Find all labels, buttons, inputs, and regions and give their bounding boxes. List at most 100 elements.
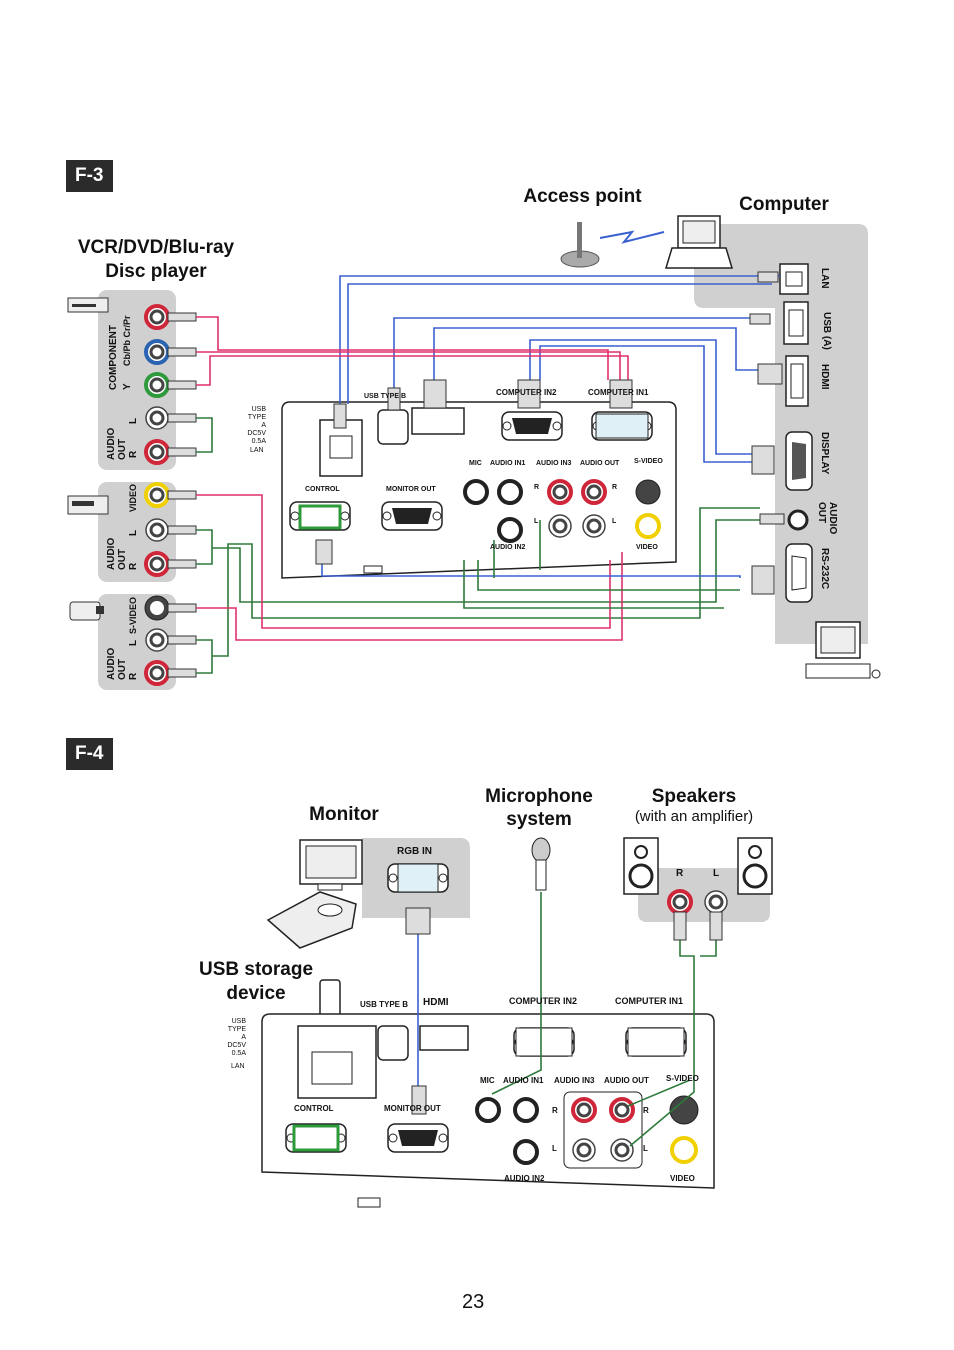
speakers-note: (with an amplifier) <box>634 808 754 825</box>
s-video-label: S-VIDEO <box>128 596 138 634</box>
speakers-label: Speakers <box>651 786 737 807</box>
component-label: COMPONENT <box>108 325 119 390</box>
f3-audio-in2-label: AUDIO IN2 <box>490 544 526 551</box>
f3-audio-out-label: AUDIO OUT <box>580 460 620 467</box>
f3-figure-tag: F-3 <box>66 160 113 192</box>
speaker-right-icon <box>623 837 659 895</box>
audio-out-label-1: AUDIO OUT <box>106 427 128 460</box>
f4-r-label-out: R <box>643 1106 649 1115</box>
r-label-3: R <box>128 672 139 680</box>
f3-audio-in3-label: AUDIO IN3 <box>536 460 572 467</box>
computer-port-rs232c: RS-232C <box>819 548 830 590</box>
computer-port-display: DISPLAY <box>819 432 830 475</box>
y-label: Y <box>122 383 133 390</box>
l-label-2: L <box>128 529 139 536</box>
monitor-icon <box>299 839 363 891</box>
f3-usb-type-b-label: USB TYPE B <box>364 393 407 400</box>
computer-label: Computer <box>739 194 829 215</box>
r-label-2: R <box>128 562 139 570</box>
f4-hdmi-label: HDMI <box>423 997 449 1008</box>
f4-control-label: CONTROL <box>294 1104 334 1113</box>
access-point-icon <box>560 222 600 268</box>
f4-l-label-in3: L <box>552 1144 557 1153</box>
f3-figure <box>67 215 881 690</box>
f3-l-label-in3: L <box>534 518 539 525</box>
microphone-label-line2: system <box>506 809 572 830</box>
f3-audio-in1-label: AUDIO IN1 <box>490 460 526 467</box>
r-label-1: R <box>128 450 139 458</box>
f4-computer-in2-label: COMPUTER IN2 <box>509 996 578 1006</box>
usb-storage-label-line1: USB storage <box>198 959 314 980</box>
f3-computer-in1-label: COMPUTER IN1 <box>588 388 649 397</box>
f4-video-label: VIDEO <box>670 1174 695 1183</box>
projector-device-icon <box>266 891 357 949</box>
f4-usb-type-b-label: USB TYPE B <box>360 1000 409 1009</box>
f3-r-label-in3: R <box>534 484 540 491</box>
f4-r-label-in3: R <box>552 1106 558 1115</box>
vcr-label-line1: VCR/DVD/Blu-ray <box>77 237 235 258</box>
f3-usb-type-a-label: USB TYPE A DC5V 0.5A <box>247 406 266 445</box>
laptop-icon <box>664 215 734 269</box>
f3-cables <box>196 275 780 674</box>
vcr-icon <box>67 495 109 515</box>
f3-l-label-out: L <box>612 518 617 525</box>
f4-monitor-out-label: MONITOR OUT <box>384 1104 441 1113</box>
computer-port-hdmi: HDMI <box>819 364 830 390</box>
access-point-label: Access point <box>523 186 642 207</box>
f4-lan-label: LAN <box>231 1063 245 1070</box>
usb-storage-label-line2: device <box>226 983 286 1004</box>
f4-audio-in1-label: AUDIO IN1 <box>503 1076 544 1085</box>
l-label-1: L <box>128 417 139 424</box>
f4-s-video-label: S-VIDEO <box>666 1074 699 1083</box>
microphone-label-line1: Microphone <box>485 786 593 807</box>
f4-audio-in3-label: AUDIO IN3 <box>554 1076 595 1085</box>
computer-port-lan: LAN <box>819 268 830 289</box>
computer-ports <box>779 263 813 603</box>
f4-l-label-out: L <box>643 1144 648 1153</box>
f3-plugs <box>315 271 785 595</box>
computer-port-audio-out: AUDIO OUT <box>816 502 838 535</box>
f4-audio-in2-label: AUDIO IN2 <box>504 1174 545 1183</box>
wireless-signal-icon <box>599 230 665 244</box>
camcorder-icon <box>69 601 104 621</box>
f3-mic-label: MIC <box>469 460 482 467</box>
computer-port-usb: USB (A) <box>821 312 832 350</box>
f4-audio-out-label: AUDIO OUT <box>604 1076 649 1085</box>
vcr-label-line2: Disc player <box>105 261 207 282</box>
video-jacks <box>144 482 170 577</box>
audio-out-label-2: AUDIO OUT <box>106 537 128 570</box>
audio-out-label-3: AUDIO OUT <box>106 647 128 680</box>
microphone-icon <box>531 837 551 891</box>
f4-figure-tag: F-4 <box>66 738 113 770</box>
f3-lan-label: LAN <box>250 447 264 454</box>
f4-cables <box>417 892 717 1147</box>
computer-port-panel <box>694 224 868 644</box>
cb-pb-cr-pr-label: Cb/Pb Cr/Pr <box>122 315 132 366</box>
svideo-jacks <box>144 595 170 686</box>
f4-usb-type-a-label: USB TYPE A DC5V 0.5A <box>227 1018 246 1057</box>
f4-figure <box>261 837 773 1208</box>
f3-s-video-label: S-VIDEO <box>634 458 663 465</box>
f3-monitor-out-label: MONITOR OUT <box>386 486 436 493</box>
rgb-in-label: RGB IN <box>397 846 432 857</box>
f3-control-label: CONTROL <box>305 486 340 493</box>
f3-video-label: VIDEO <box>636 544 658 551</box>
f4-computer-in1-label: COMPUTER IN1 <box>615 996 684 1006</box>
speaker-l-label: L <box>713 868 720 879</box>
video-label: VIDEO <box>128 483 138 512</box>
monitor-label: Monitor <box>309 804 379 825</box>
f4-projector-jacks <box>285 1025 699 1208</box>
l-label-3: L <box>128 639 139 646</box>
source-plugs <box>167 312 197 678</box>
f4-mic-label: MIC <box>480 1076 495 1085</box>
f4-plugs <box>405 907 723 1115</box>
speaker-r-label: R <box>676 868 684 879</box>
speaker-left-icon <box>737 837 773 895</box>
desktop-computer-icon <box>805 621 881 679</box>
f3-projector-jacks <box>289 407 661 574</box>
page-number: 23 <box>462 1291 485 1313</box>
dvd-player-icon <box>67 297 109 313</box>
f3-r-label-out: R <box>612 484 618 491</box>
f3-computer-in2-label: COMPUTER IN2 <box>496 388 557 397</box>
